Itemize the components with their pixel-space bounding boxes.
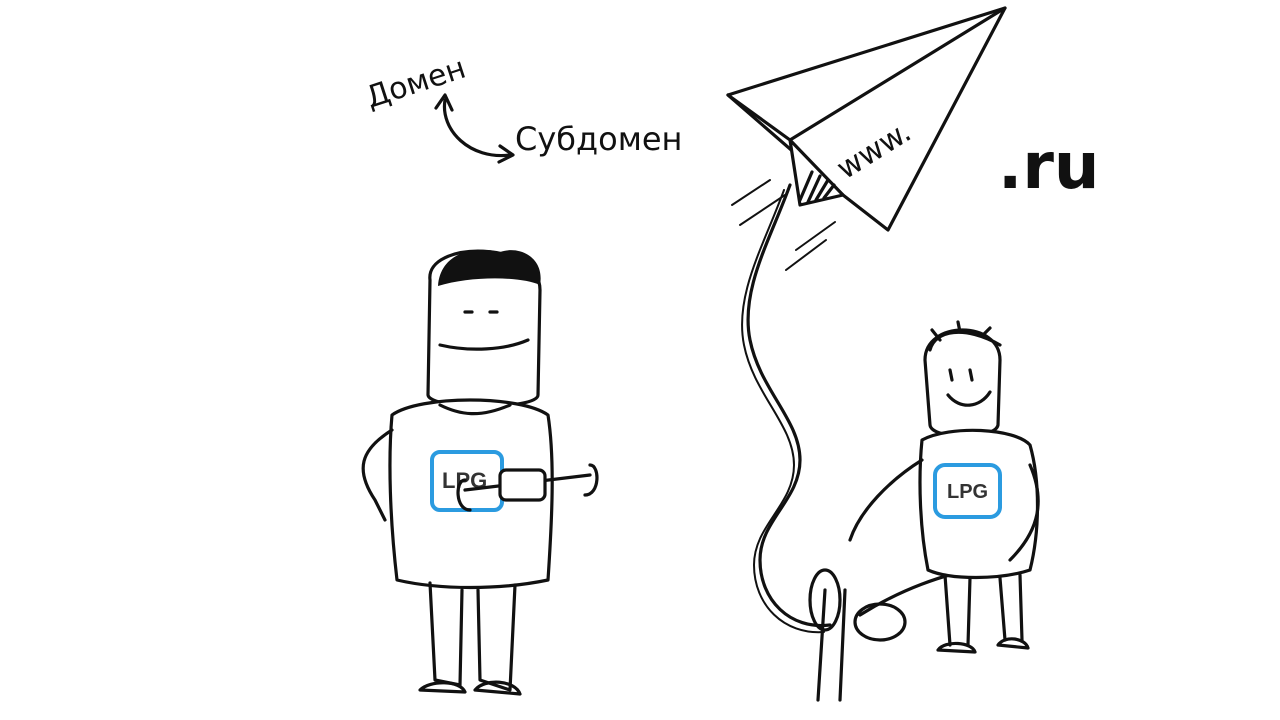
right-smile xyxy=(946,390,992,407)
curved-arrow-icon xyxy=(442,98,512,158)
right-hair xyxy=(928,320,1002,352)
speed-lines xyxy=(731,179,836,271)
subdomain-label: Субдомен xyxy=(515,120,682,158)
airplane-hatch xyxy=(798,170,836,204)
paper-airplane: www. xyxy=(726,6,1007,271)
right-eyes xyxy=(948,368,974,382)
kite-string-texture xyxy=(741,189,825,634)
right-feet xyxy=(936,637,1030,654)
left-character: LPG xyxy=(361,249,599,696)
left-hair xyxy=(438,249,541,286)
left-legs xyxy=(428,581,517,692)
knot-loop-right xyxy=(853,602,907,642)
airplane-body xyxy=(726,6,1007,232)
right-character: LPG xyxy=(848,320,1040,654)
left-fist xyxy=(498,468,547,502)
right-shirt-logo: LPG xyxy=(947,481,988,503)
left-smile xyxy=(438,338,530,351)
arrow-head-right-icon xyxy=(497,144,515,164)
right-legs xyxy=(943,573,1024,647)
knot-loop-left xyxy=(808,568,842,632)
domain-label-group: Домен Субдомен xyxy=(362,51,682,164)
right-head xyxy=(923,328,1002,438)
kite-string xyxy=(746,183,832,628)
right-logo-box xyxy=(933,463,1002,519)
tld-label: .ru xyxy=(998,130,1099,204)
left-arm xyxy=(361,428,394,522)
right-arms xyxy=(848,458,1040,562)
stake-with-knot xyxy=(808,563,992,702)
arrow-head-up-icon xyxy=(434,93,454,112)
stake xyxy=(816,588,847,702)
left-feet xyxy=(418,680,522,696)
domain-label: Домен xyxy=(362,51,470,116)
left-neckline xyxy=(438,403,512,416)
